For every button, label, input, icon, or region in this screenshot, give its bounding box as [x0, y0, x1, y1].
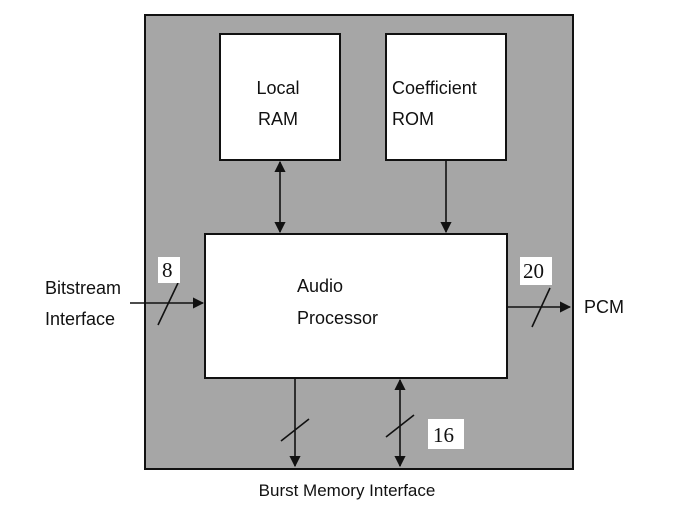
bitstream-interface-label-line1: Bitstream [45, 278, 121, 298]
coefficient-rom-block [385, 33, 507, 161]
pcm-label: PCM [584, 297, 624, 317]
burst-memory-interface-label: Burst Memory Interface [259, 481, 436, 500]
local-ram-block [219, 33, 341, 161]
audio-processor-label-line2: Processor [297, 308, 378, 328]
coefficient-rom-label-line2: ROM [392, 109, 434, 129]
audio-processor-block [204, 233, 508, 379]
pcm-bus-slash [531, 287, 551, 328]
pcm-width-label: 20 [523, 259, 544, 283]
bitstream-width-box [158, 257, 180, 283]
local-ram-label-line1: Local [256, 78, 299, 98]
burst-width-box [428, 419, 464, 449]
bitstream-interface-label-line2: Interface [45, 309, 115, 329]
burst-bidir-bus-slash [385, 414, 415, 438]
audio-processor-label-line1: Audio [297, 276, 343, 296]
burst-output-bus-slash [280, 418, 310, 442]
coefficient-rom-label-line1: Coefficient [392, 78, 477, 98]
burst-width-label: 16 [433, 423, 454, 447]
pcm-width-box [520, 257, 552, 285]
bitstream-width-label: 8 [162, 258, 173, 282]
local-ram-label-line2: RAM [258, 109, 298, 129]
bitstream-bus-slash [157, 282, 179, 326]
